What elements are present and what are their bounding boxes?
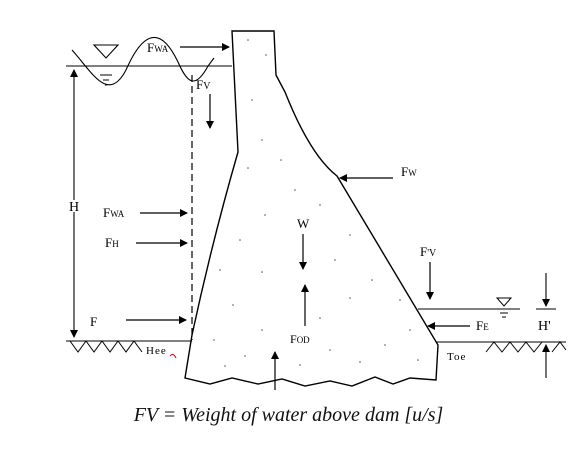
label-fe: FE — [476, 318, 489, 333]
label-f-base: F — [90, 314, 97, 329]
label-fw: FW — [401, 164, 417, 179]
ground-left-hatch — [69, 340, 143, 353]
label-h: H — [69, 200, 79, 215]
concrete-texture — [213, 39, 419, 367]
label-hprime: H' — [538, 319, 551, 334]
label-w: W — [297, 216, 310, 231]
label-fod: FOD — [290, 332, 310, 346]
water-level-symbol-upstream — [92, 44, 120, 59]
heel-underline-mark — [169, 353, 177, 359]
label-fprime-v: F'V — [420, 244, 437, 259]
ground-right-hatch — [485, 341, 567, 353]
label-fwa-mid: FWA — [103, 205, 125, 220]
label-fh: FH — [105, 235, 119, 250]
label-toe: Toe — [447, 351, 466, 363]
label-heel: Hee — [146, 345, 167, 357]
figure-caption: FV = Weight of water above dam [u/s] — [133, 404, 444, 426]
label-fwa-top: FWA — [147, 40, 169, 55]
upstream-water-wave — [71, 37, 215, 86]
water-level-symbol-downstream — [495, 297, 513, 307]
dam-body — [184, 30, 439, 387]
label-fv: FV — [196, 77, 211, 92]
